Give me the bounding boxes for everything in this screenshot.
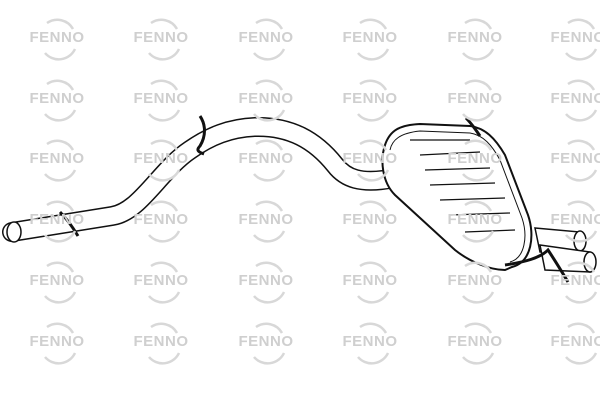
hanger-4 (504, 247, 570, 283)
muffler (381, 122, 533, 272)
pipe-inlet (6, 221, 22, 243)
tail-pipe (2, 116, 405, 242)
tail-tips (534, 227, 597, 273)
hanger-2 (196, 115, 206, 156)
